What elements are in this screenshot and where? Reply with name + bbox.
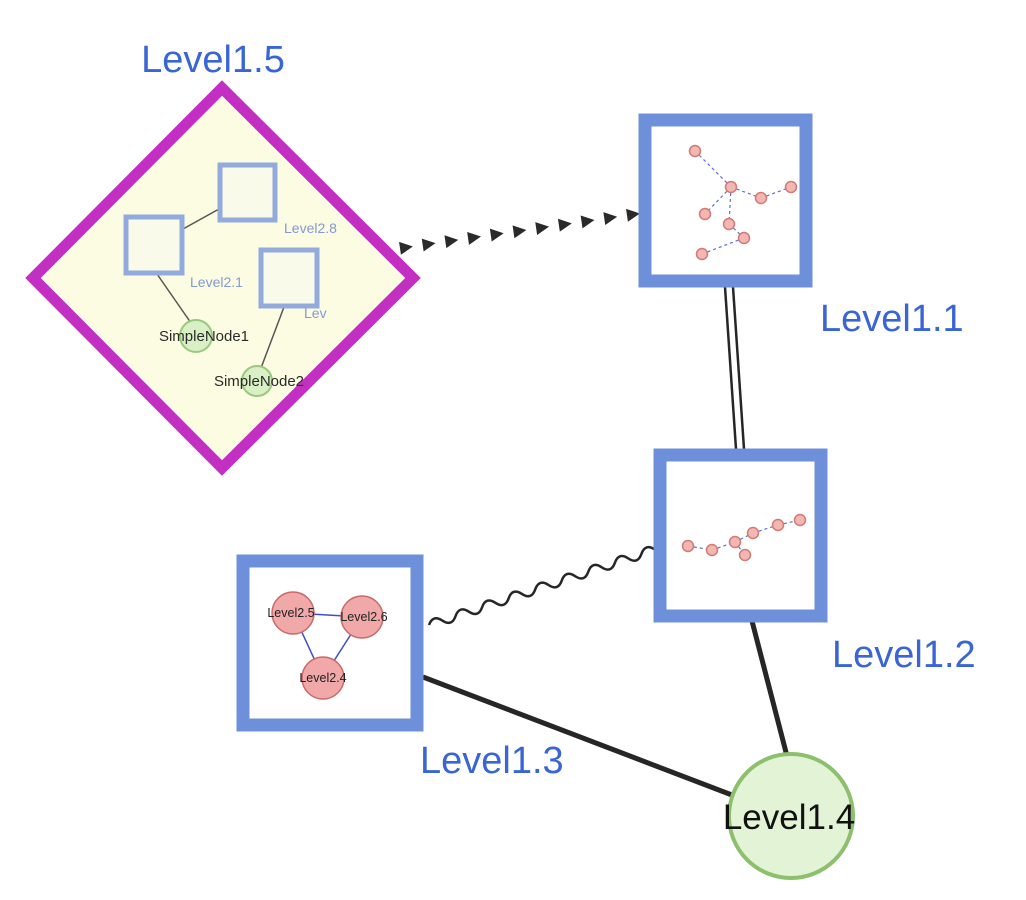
graph-node[interactable] <box>746 526 760 540</box>
level11-box[interactable] <box>638 113 813 288</box>
inner-edge-sqright-simplenode2 <box>260 306 285 369</box>
node-simplenode2[interactable] <box>241 365 273 397</box>
node-level28-square[interactable] <box>217 162 278 223</box>
node-level24[interactable] <box>301 656 345 700</box>
simplenode2-label: SimpleNode2 <box>214 373 304 390</box>
level11-label: Level1.1 <box>820 298 964 340</box>
node-level14-group[interactable]: Level1.4 <box>723 752 855 880</box>
graph-node[interactable] <box>695 247 709 261</box>
graph-node[interactable] <box>793 513 807 527</box>
node-level15-group[interactable]: Level2.8 Level2.1 Lev SimpleNode1 Simple… <box>25 80 421 476</box>
node-level21-square[interactable] <box>123 214 185 276</box>
edge-level11-level12[interactable] <box>723 286 746 450</box>
level13-label: Level1.3 <box>420 740 564 782</box>
graph-node[interactable] <box>737 231 751 245</box>
node-level13-group[interactable]: Level2.5 Level2.6 Level2.4 <box>236 554 424 732</box>
inner-edge-sqleft-sqtop <box>182 208 220 230</box>
graph-edge <box>701 237 745 255</box>
inner-edge-sqleft-simplenode1 <box>156 273 192 324</box>
lev-label: Lev <box>304 305 327 321</box>
edge-level12-level14[interactable] <box>749 620 791 761</box>
level21-label: Level2.1 <box>190 274 243 290</box>
graph-node[interactable] <box>738 548 752 562</box>
level15-diamond-shape[interactable] <box>25 80 421 476</box>
level24-label: Level2.4 <box>299 671 346 685</box>
graph-node[interactable] <box>754 191 768 205</box>
node-level11-group[interactable] <box>638 113 813 288</box>
edge-level15-level11[interactable] <box>399 208 640 255</box>
level12-label: Level1.2 <box>832 634 976 676</box>
level11-mini-nodes <box>688 144 798 261</box>
label-layer: Level1.5 Level1.1 Level1.2 Level1.3 <box>141 39 976 782</box>
graph-node[interactable] <box>722 217 736 231</box>
edge-level13-level12[interactable] <box>427 545 657 629</box>
graph-edge <box>694 150 732 188</box>
graph-node[interactable] <box>784 180 798 194</box>
graph-edge <box>752 524 779 534</box>
node-lev-square[interactable] <box>258 247 320 309</box>
level28-label: Level2.8 <box>284 220 337 236</box>
node-level12-group[interactable] <box>653 448 828 623</box>
graph-node[interactable] <box>698 207 712 221</box>
level26-label: Level2.6 <box>340 610 387 624</box>
level14-label: Level1.4 <box>723 798 855 837</box>
graph-node[interactable] <box>688 144 702 158</box>
node-simplenode1[interactable] <box>179 319 213 353</box>
graph-node[interactable] <box>728 535 742 549</box>
graph-node[interactable] <box>724 180 738 194</box>
graph-node[interactable] <box>771 518 785 532</box>
level14-circle[interactable] <box>727 752 855 880</box>
level15-label: Level1.5 <box>141 39 285 81</box>
graph-node[interactable] <box>681 539 695 553</box>
graph-node[interactable] <box>705 543 719 557</box>
edge-layer <box>399 208 791 803</box>
level25-label: Level2.5 <box>267 606 314 620</box>
level12-mini-nodes <box>681 513 807 562</box>
node-level25[interactable] <box>271 591 315 635</box>
simplenode1-label: SimpleNode1 <box>159 328 249 345</box>
node-level26[interactable] <box>340 595 384 639</box>
edge-level13-level14[interactable] <box>422 674 746 803</box>
level12-box[interactable] <box>653 448 828 623</box>
level13-box[interactable] <box>236 554 424 732</box>
